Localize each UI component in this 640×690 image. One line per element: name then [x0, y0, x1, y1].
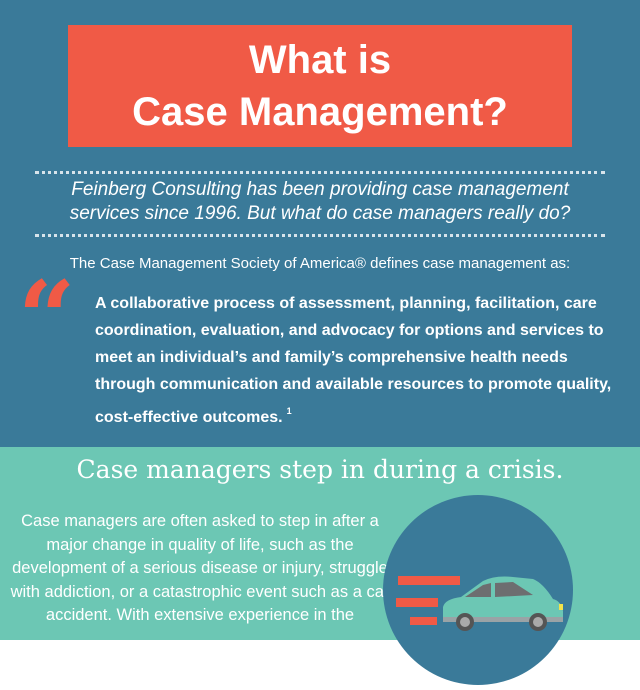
- title-line-2: Case Management?: [132, 90, 508, 134]
- footnote-marker: 1: [286, 406, 292, 416]
- title-line-1: What is: [248, 38, 392, 82]
- definition-quote: A collaborative process of assessment, p…: [95, 290, 625, 431]
- definition-lead: The Case Management Society of America® …: [69, 255, 571, 272]
- dotted-divider: [35, 171, 605, 174]
- section-body: Case managers are often asked to step in…: [10, 512, 390, 624]
- quotation-mark-icon: “: [18, 259, 76, 377]
- speeding-car-icon: [396, 576, 563, 631]
- quote-text: A collaborative process of assessment, p…: [95, 295, 612, 426]
- crisis-section: Case managers step in during a crisis. C…: [0, 447, 640, 685]
- intro-line: services since 1996. But what do case ma…: [69, 203, 571, 224]
- section-heading: Case managers step in during a crisis.: [76, 455, 564, 484]
- intro-section: What is Case Management? Feinberg Consul…: [0, 0, 640, 447]
- intro-line: Feinberg Consulting has been providing c…: [71, 179, 569, 200]
- dotted-divider: [35, 234, 605, 237]
- intro-text: Feinberg Consulting has been providing c…: [0, 178, 640, 226]
- illustration-circle: [383, 495, 573, 685]
- title-banner: What is Case Management?: [68, 25, 572, 147]
